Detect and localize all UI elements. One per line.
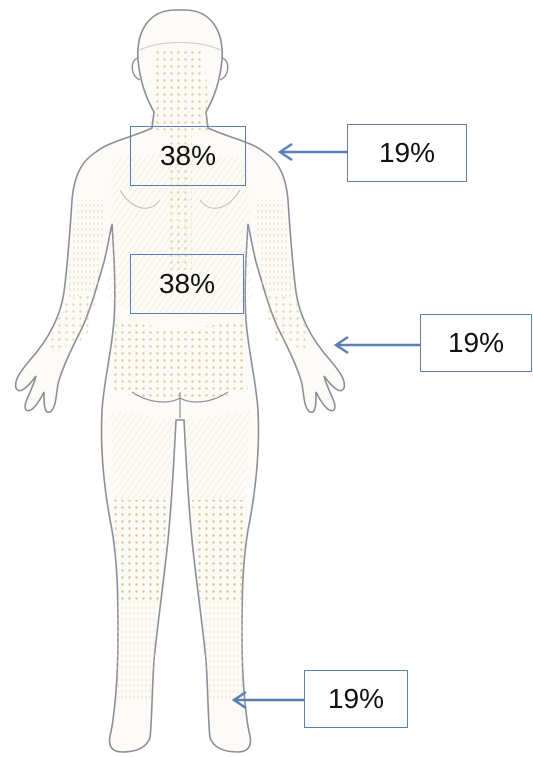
foot-callout-box: 19% bbox=[304, 670, 408, 728]
upper-back-value: 38% bbox=[160, 140, 216, 172]
arrow-foot bbox=[234, 692, 304, 708]
arm-callout-box: 19% bbox=[420, 314, 532, 372]
arm-callout-value: 19% bbox=[448, 327, 504, 359]
upper-back-label: 38% bbox=[130, 126, 246, 186]
arrow-shoulder bbox=[280, 144, 348, 160]
lower-back-value: 38% bbox=[159, 268, 215, 300]
shoulder-callout-value: 19% bbox=[379, 137, 435, 169]
arrow-arm bbox=[336, 337, 420, 353]
lower-back-label: 38% bbox=[130, 254, 244, 314]
shoulder-callout-box: 19% bbox=[347, 124, 467, 182]
foot-callout-value: 19% bbox=[328, 683, 384, 715]
